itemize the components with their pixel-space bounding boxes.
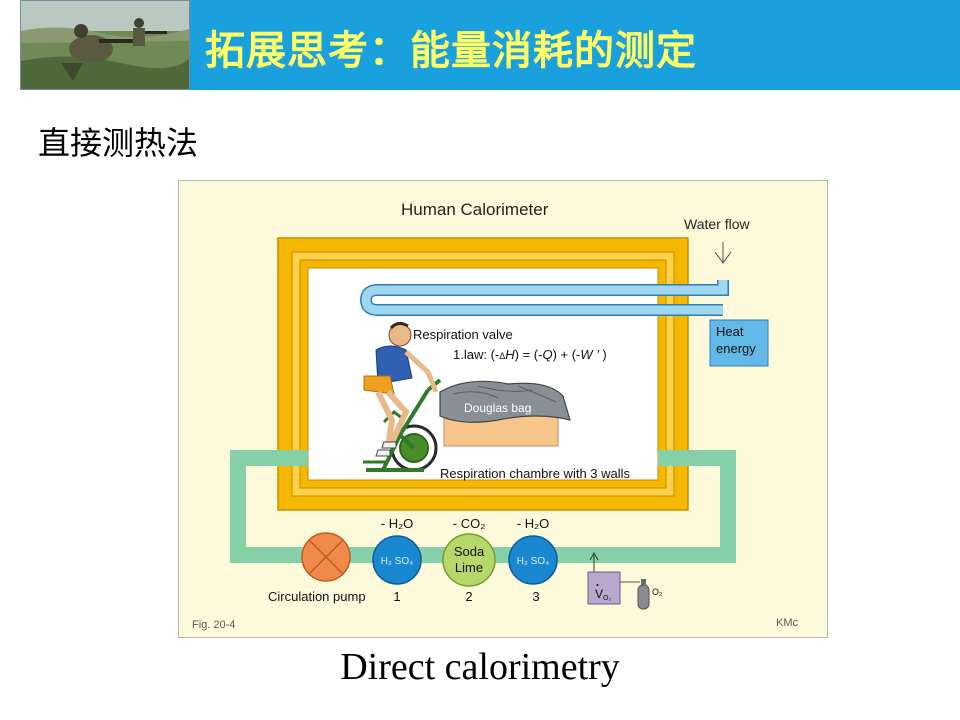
absorber-3-inner: H₂ SO₄ (517, 556, 549, 567)
page-title: 拓展思考：能量消耗的测定 (205, 28, 697, 74)
heat-energy-line2: energy (716, 341, 756, 356)
absorber-1-inner: H₂ SO₄ (381, 556, 413, 567)
douglas-bag-label: Douglas bag (464, 401, 531, 415)
pipe-outlet (658, 450, 728, 466)
o2-label: O₂ (652, 587, 663, 597)
absorber-1-top-label: - H₂O (381, 516, 414, 531)
absorber-2 (442, 533, 496, 587)
vo2-meter (587, 571, 621, 605)
chamber-label: Respiration chambre with 3 walls (440, 466, 631, 481)
water-flow-label: Water flow (684, 216, 750, 232)
o2-cylinder-icon (637, 584, 650, 610)
soldiers-photo (20, 0, 190, 90)
vo2-label: VO₂ (595, 587, 611, 602)
header: 拓展思考：能量消耗的测定 (0, 0, 960, 90)
absorber-2-inner-line1: Soda (454, 544, 485, 559)
figure-credit: KMc (776, 617, 799, 629)
absorber-1-number: 1 (393, 589, 400, 604)
absorber-3-number: 3 (532, 589, 539, 604)
calorimeter-svg: Human Calorimeter Water flow Heat energy… (178, 180, 828, 638)
water-flow-arrow-icon (714, 251, 732, 264)
absorber-1 (372, 535, 422, 585)
circulation-pump-label: Circulation pump (268, 589, 366, 604)
title-bar (190, 0, 960, 90)
cyclist-icon (363, 321, 442, 472)
heat-energy-line1: Heat (716, 324, 744, 339)
absorber-2-top-label: - CO₂ (453, 516, 486, 531)
first-law-equation: 1.law: (-ΔH) = (-Q) + (-W ' ) (453, 347, 607, 362)
calorimeter-diagram: Human Calorimeter Water flow Heat energy… (178, 180, 828, 638)
absorber-2-inner-line2: Lime (455, 560, 483, 575)
absorber-3 (508, 535, 558, 585)
figure-caption: Direct calorimetry (340, 646, 620, 688)
diagram-title: Human Calorimeter (401, 200, 549, 219)
respiration-valve-label: Respiration valve (413, 327, 513, 342)
heat-pipe (361, 280, 728, 315)
section-subtitle: 直接测热法 (38, 124, 199, 162)
pipe-inlet (238, 450, 308, 466)
heat-energy-box (709, 319, 769, 367)
absorber-3-top-label: - H₂O (517, 516, 550, 531)
figure-number: Fig. 20-4 (192, 619, 235, 631)
absorber-2-number: 2 (465, 589, 472, 604)
